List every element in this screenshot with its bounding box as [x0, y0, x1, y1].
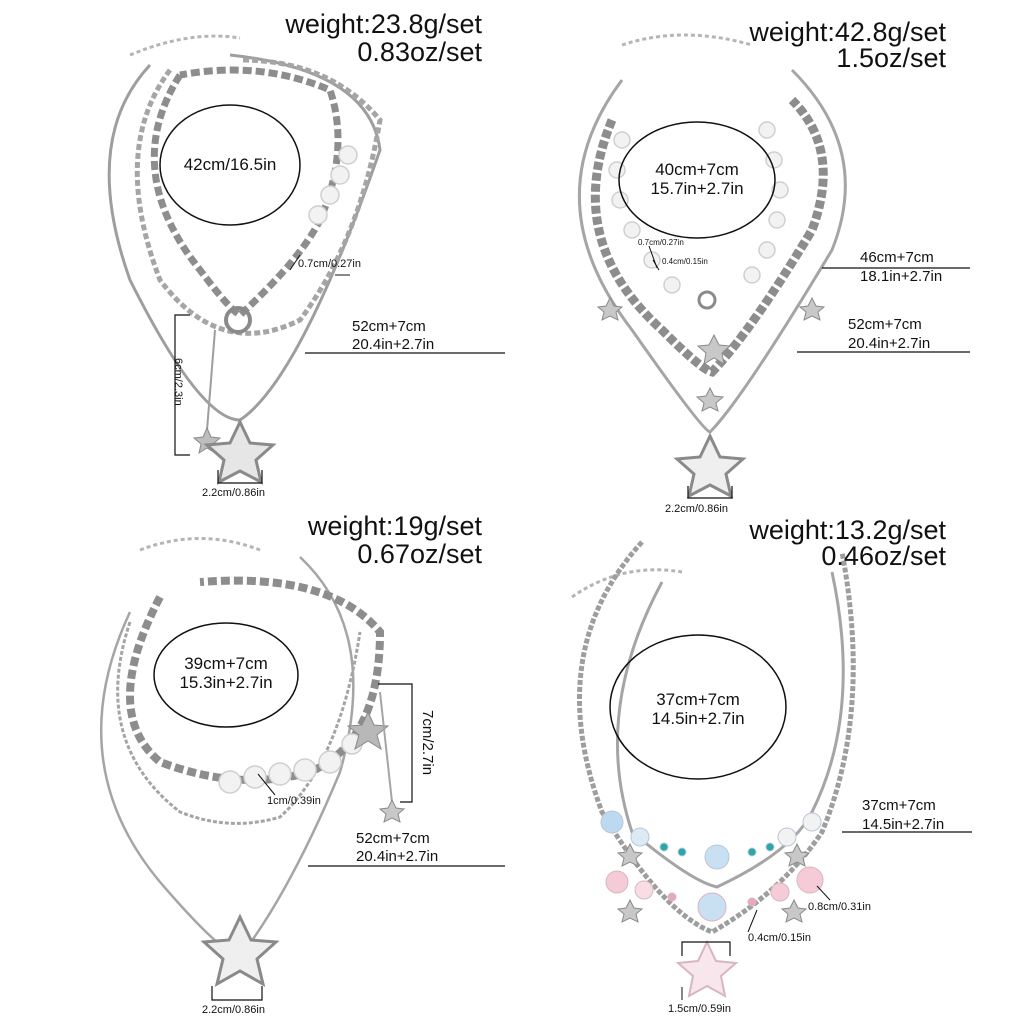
chain-length-cm: 52cm+7cm [356, 830, 430, 847]
chain-length-in: 20.4in+2.7in [352, 336, 435, 353]
pendant-size-label: 2.2cm/0.86in [202, 487, 265, 499]
pendant-size-label: 2.2cm/0.86in [665, 503, 728, 515]
drop-length-label: 6cm/2.3in [172, 358, 184, 406]
bead-strand-lower [605, 866, 824, 922]
chain-length-cm: 52cm+7cm [848, 316, 922, 333]
chain-length-in: 20.4in+2.7in [356, 848, 439, 865]
star-pendant-icon [675, 939, 739, 998]
star-pendant-icon [596, 296, 624, 321]
necklace-illustration-4 [571, 540, 972, 1000]
pendant-size-label: 2.2cm/0.86in [202, 1004, 265, 1016]
product-panel-2: weight:42.8g/set 1.5oz/set 40cm+7cm 15.7… [512, 0, 1024, 515]
star-pendant-icon [200, 913, 280, 988]
oval-length-label: 37cm+7cm 14.5in+2.7in [651, 690, 745, 728]
pendant-size-label: 1.5cm/0.59in [668, 1003, 731, 1015]
product-panel-3: weight:19g/set 0.67oz/set 39cm+7cm 15.3i… [0, 512, 512, 1024]
weight-ounces: 0.83oz/set [357, 37, 482, 67]
drop-length-label: 7cm/2.7in [419, 710, 436, 776]
oval-length-label: 39cm+7cm 15.3in+2.7in [179, 654, 273, 692]
weight-ounces: 0.67oz/set [357, 539, 482, 569]
bead-large-label: 0.7cm/0.27in [638, 238, 684, 247]
necklace-illustration-1 [107, 34, 505, 485]
necklace-illustration-2 [578, 33, 970, 499]
star-pendant-icon [616, 842, 811, 923]
weight-ounces: 1.5oz/set [836, 43, 946, 73]
star-pendant-icon [696, 333, 732, 365]
weight-grams: weight:19g/set [307, 511, 482, 541]
pearl-bead-icon [218, 733, 363, 794]
bead-strand-upper [600, 810, 822, 870]
chain-length-cm: 52cm+7cm [352, 318, 426, 335]
star-pendant-icon [798, 296, 826, 321]
toggle-clasp-icon [224, 306, 252, 334]
star-pendant-icon [695, 386, 725, 412]
toggle-clasp-icon [697, 290, 717, 310]
product-panel-4: weight:13.2g/set 0.46oz/set 37cm+7cm 14.… [512, 512, 1024, 1024]
bead-small-label: 0.4cm/0.15in [748, 932, 811, 944]
weight-ounces: 0.46oz/set [821, 541, 946, 571]
weight-grams: weight:42.8g/set [749, 17, 946, 47]
bead-small-label: 0.4cm/0.15in [662, 257, 708, 266]
product-panel-1: weight:23.8g/set 0.83oz/set 42cm/16.5in … [0, 0, 512, 512]
necklace-illustration-3 [100, 537, 505, 1001]
bead-large-label: 0.8cm/0.31in [808, 901, 871, 913]
chain-length-in: 20.4in+2.7in [848, 335, 931, 352]
pearl-bead-icon [308, 145, 358, 225]
chain-length-in: 14.5in+2.7in [862, 816, 945, 833]
oval-length-label: 40cm+7cm 15.7in+2.7in [650, 160, 744, 198]
mid-length-in: 18.1in+2.7in [860, 268, 943, 285]
bead-size-label: 0.7cm/0.27in [298, 258, 361, 270]
weight-grams: weight:23.8g/set [285, 9, 482, 39]
bead-size-label: 1cm/0.39in [267, 795, 321, 807]
star-pendant-icon [203, 418, 277, 485]
star-pendant-icon [378, 798, 406, 823]
chain-length-cm: 37cm+7cm [862, 797, 936, 814]
pearl-bead-icon [608, 121, 789, 294]
mid-length-cm: 46cm+7cm [860, 249, 934, 266]
oval-length-label: 42cm/16.5in [183, 155, 277, 174]
star-pendant-icon [673, 432, 747, 499]
weight-grams: weight:13.2g/set [749, 515, 946, 545]
